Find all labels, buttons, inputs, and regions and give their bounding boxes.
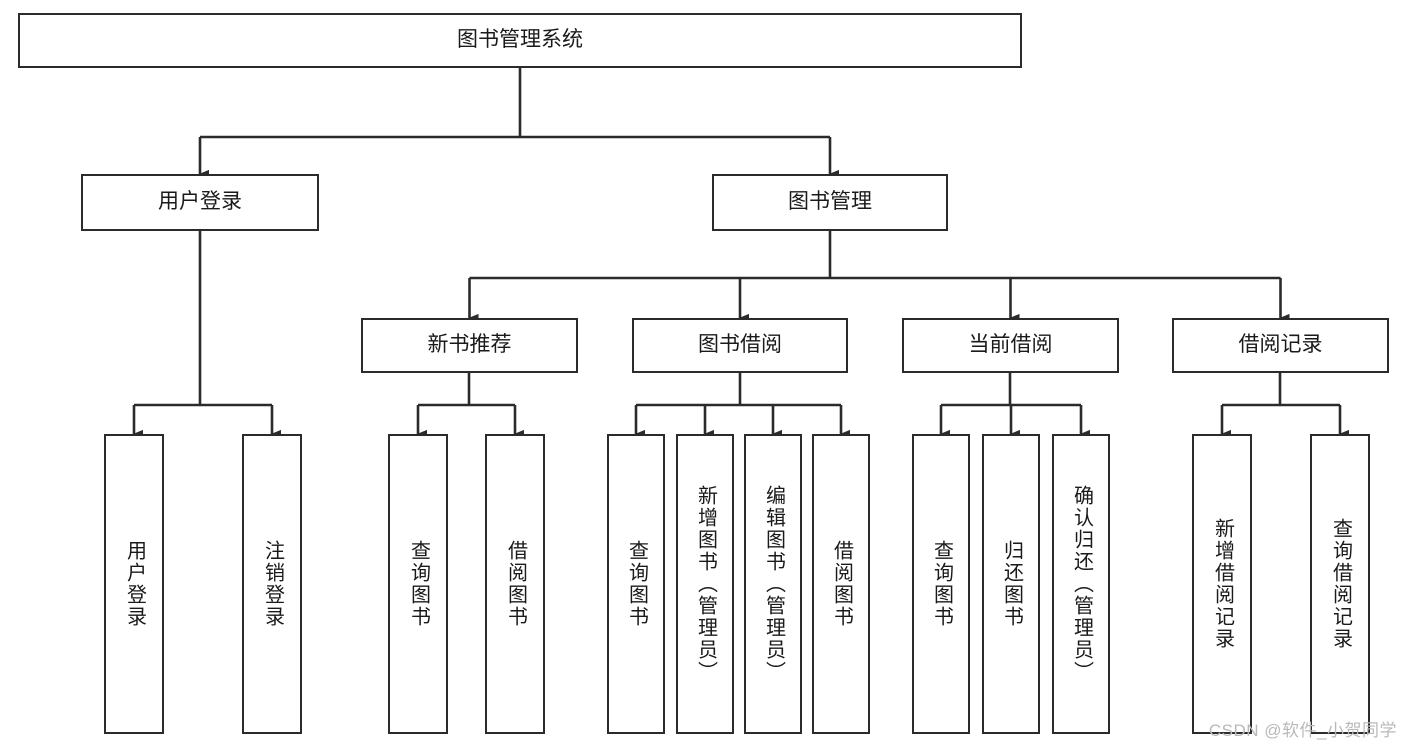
node-leaf-query-book-2[interactable]: 查询图书 xyxy=(607,434,665,734)
node-leaf-query-record[interactable]: 查询借阅记录 xyxy=(1310,434,1370,734)
node-leaf-borrow-book-2[interactable]: 借阅图书 xyxy=(812,434,870,734)
node-new-book-rec-label: 新书推荐 xyxy=(427,333,512,357)
node-user-login-label: 用户登录 xyxy=(158,190,242,214)
node-leaf-query-book-1[interactable]: 查询图书 xyxy=(388,434,448,734)
node-leaf-query-book-3-label: 查询图书 xyxy=(930,540,953,628)
node-borrow-record-label: 借阅记录 xyxy=(1238,333,1323,357)
node-leaf-query-book-3[interactable]: 查询图书 xyxy=(912,434,970,734)
node-current-borrow-label: 当前借阅 xyxy=(968,333,1053,357)
node-new-book-rec[interactable]: 新书推荐 xyxy=(361,318,578,373)
node-leaf-add-record-label: 新增借阅记录 xyxy=(1211,518,1234,650)
node-leaf-user-login[interactable]: 用户登录 xyxy=(104,434,164,734)
node-leaf-add-record[interactable]: 新增借阅记录 xyxy=(1192,434,1252,734)
node-book-borrow[interactable]: 图书借阅 xyxy=(632,318,848,373)
node-borrow-record[interactable]: 借阅记录 xyxy=(1172,318,1389,373)
node-user-login[interactable]: 用户登录 xyxy=(81,174,319,231)
node-leaf-user-login-label: 用户登录 xyxy=(123,540,146,628)
node-leaf-borrow-book-2-label: 借阅图书 xyxy=(830,540,853,628)
node-leaf-query-record-label: 查询借阅记录 xyxy=(1329,518,1352,650)
csdn-watermark: CSDN @软件_小贺同学 xyxy=(1208,721,1397,740)
node-leaf-return-book[interactable]: 归还图书 xyxy=(982,434,1040,734)
node-leaf-return-book-label: 归还图书 xyxy=(1000,540,1023,628)
node-leaf-borrow-book-1[interactable]: 借阅图书 xyxy=(485,434,545,734)
node-leaf-add-book[interactable]: 新增图书（管理员） xyxy=(676,434,734,734)
node-leaf-user-logout[interactable]: 注销登录 xyxy=(242,434,302,734)
node-root[interactable]: 图书管理系统 xyxy=(18,13,1022,68)
node-leaf-query-book-1-label: 查询图书 xyxy=(407,540,430,628)
node-leaf-add-book-label: 新增图书（管理员） xyxy=(694,485,717,683)
node-leaf-user-logout-label: 注销登录 xyxy=(261,540,284,628)
node-root-label: 图书管理系统 xyxy=(457,28,583,52)
node-leaf-borrow-book-1-label: 借阅图书 xyxy=(504,540,527,628)
node-book-manage-label: 图书管理 xyxy=(788,190,872,214)
node-leaf-edit-book-label: 编辑图书（管理员） xyxy=(762,485,785,683)
node-leaf-query-book-2-label: 查询图书 xyxy=(625,540,648,628)
node-current-borrow[interactable]: 当前借阅 xyxy=(902,318,1119,373)
node-book-manage[interactable]: 图书管理 xyxy=(712,174,948,231)
node-leaf-edit-book[interactable]: 编辑图书（管理员） xyxy=(744,434,802,734)
node-leaf-confirm-return-label: 确认归还（管理员） xyxy=(1070,485,1093,683)
node-leaf-confirm-return[interactable]: 确认归还（管理员） xyxy=(1052,434,1110,734)
node-book-borrow-label: 图书借阅 xyxy=(698,333,782,357)
